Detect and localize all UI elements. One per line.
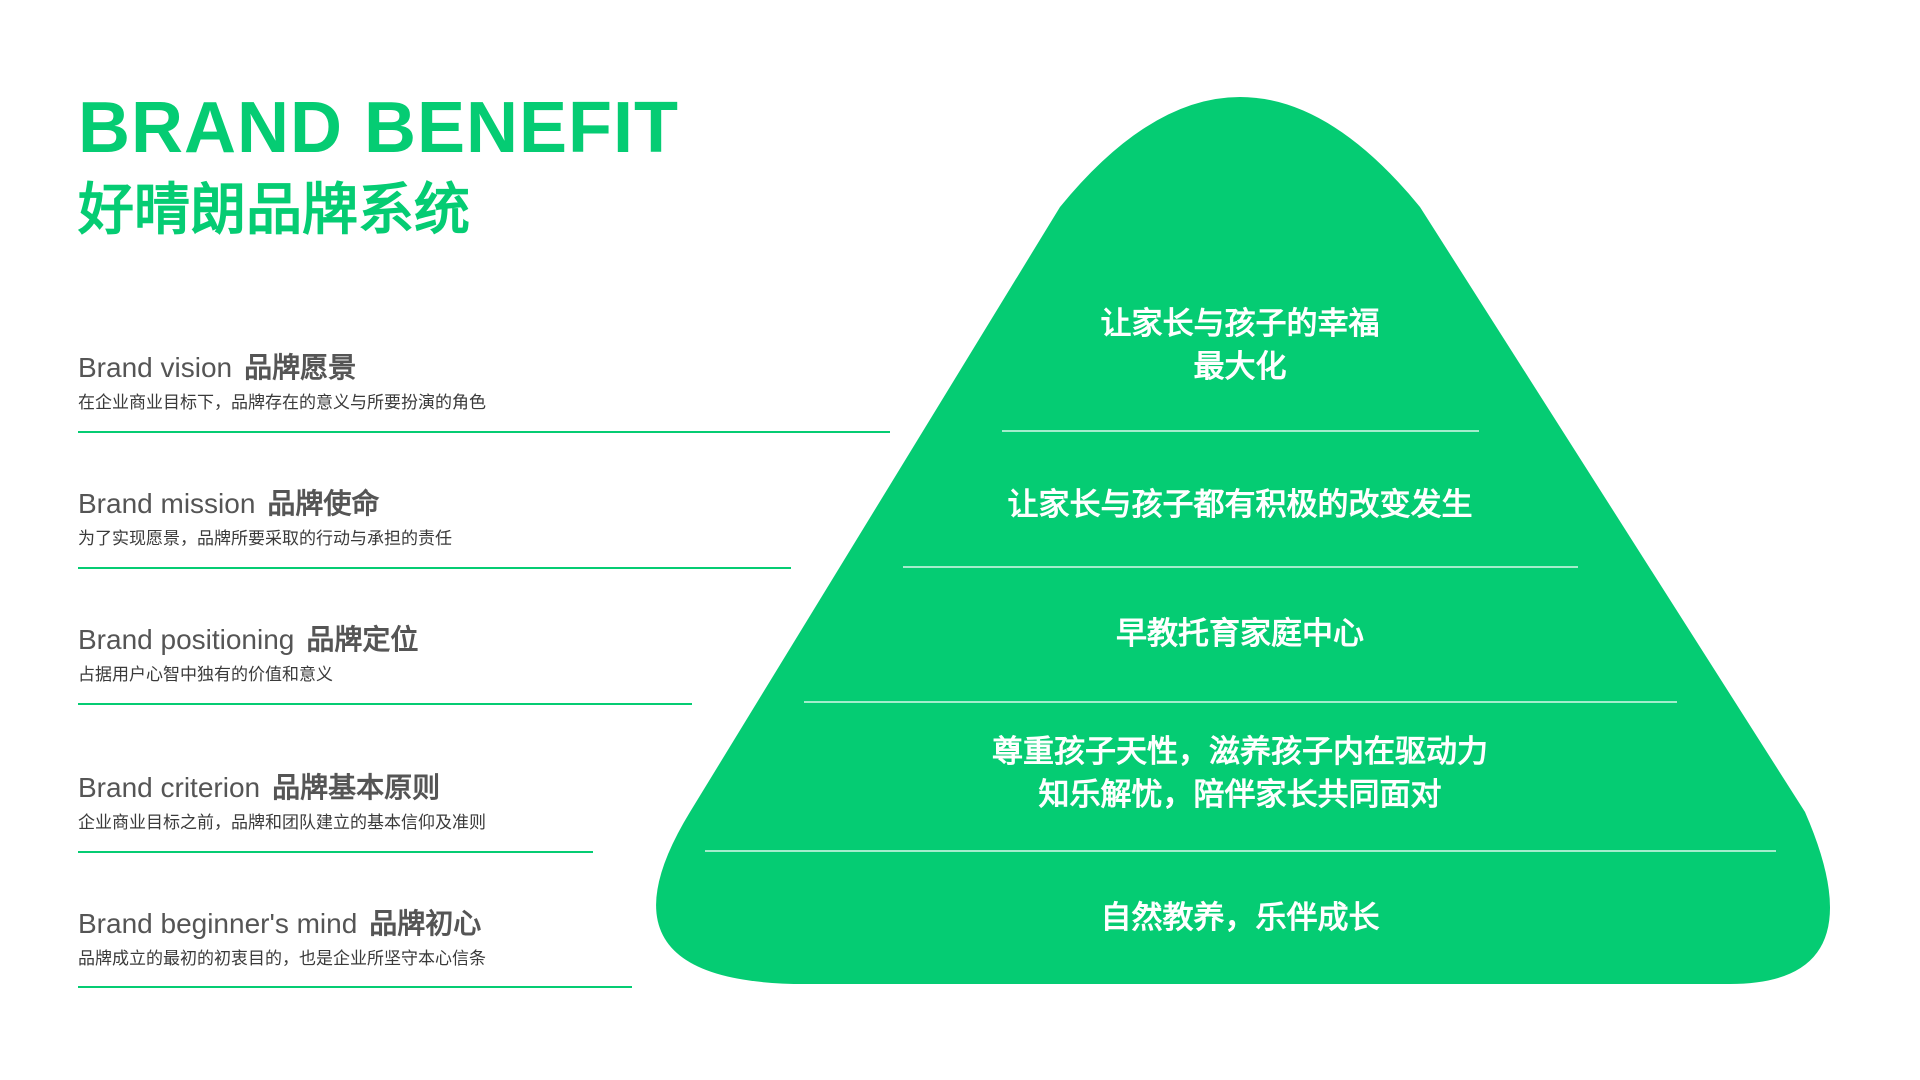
item-heading-cn: 品牌定位 bbox=[306, 624, 419, 655]
item-heading: Brand positioning 品牌定位 bbox=[78, 626, 418, 654]
item-heading: Brand vision 品牌愿景 bbox=[78, 354, 486, 382]
page-title-en: BRAND BENEFIT bbox=[78, 88, 679, 168]
layer-line: 自然教养，乐伴成长 bbox=[1100, 900, 1380, 935]
item-heading-en: Brand criterion bbox=[78, 772, 261, 803]
item-description: 占据用户心智中独有的价值和意义 bbox=[78, 665, 333, 684]
pyramid-layer-5: 自然教养，乐伴成长 bbox=[1101, 896, 1380, 939]
pyramid-layer-3: 早教托育家庭中心 bbox=[1116, 612, 1364, 655]
list-item-beginners-mind: Brand beginner's mind 品牌初心 品牌成立的最初的初衷目的，也… bbox=[78, 910, 632, 988]
list-item-mission: Brand mission 品牌使命 为了实现愿景，品牌所要采取的行动与承担的责任 bbox=[78, 490, 791, 569]
item-heading-cn: 品牌初心 bbox=[369, 908, 482, 939]
item-heading-en: Brand vision bbox=[78, 352, 233, 383]
layer-line: 让家长与孩子的幸福 bbox=[1100, 306, 1380, 341]
item-heading-en: Brand positioning bbox=[78, 624, 295, 655]
page-title-cn: 好晴朗品牌系统 bbox=[78, 178, 470, 241]
divider bbox=[78, 567, 791, 569]
item-description: 在企业商业目标下，品牌存在的意义与所要扮演的角色 bbox=[78, 393, 486, 412]
pyramid-layer-1: 让家长与孩子的幸福 最大化 bbox=[1101, 302, 1380, 389]
item-description: 为了实现愿景，品牌所要采取的行动与承担的责任 bbox=[78, 529, 452, 548]
pyramid-layer-2: 让家长与孩子都有积极的改变发生 bbox=[1008, 483, 1473, 526]
list-item-criterion: Brand criterion 品牌基本原则 企业商业目标之前，品牌和团队建立的基… bbox=[78, 774, 593, 853]
layer-line: 最大化 bbox=[1193, 349, 1287, 385]
divider bbox=[78, 851, 593, 853]
divider bbox=[78, 431, 890, 433]
layer-line: 知乐解忧，陪伴家长共同面对 bbox=[1038, 777, 1442, 813]
list-item-positioning: Brand positioning 品牌定位 占据用户心智中独有的价值和意义 bbox=[78, 626, 692, 705]
item-heading-cn: 品牌基本原则 bbox=[272, 772, 441, 803]
item-heading-en: Brand mission bbox=[78, 488, 256, 519]
divider bbox=[78, 986, 632, 988]
layer-line: 让家长与孩子都有积极的改变发生 bbox=[1007, 487, 1473, 522]
item-heading-en: Brand beginner's mind bbox=[78, 908, 358, 939]
item-heading: Brand mission 品牌使命 bbox=[78, 490, 452, 518]
item-heading: Brand beginner's mind 品牌初心 bbox=[78, 910, 486, 938]
divider bbox=[78, 703, 692, 705]
pyramid-layer-4: 尊重孩子天性，滋养孩子内在驱动力 知乐解忧，陪伴家长共同面对 bbox=[992, 730, 1488, 817]
pyramid-shape bbox=[656, 97, 1830, 984]
item-heading-cn: 品牌愿景 bbox=[244, 352, 357, 383]
layer-line: 早教托育家庭中心 bbox=[1116, 616, 1364, 651]
list-item-vision: Brand vision 品牌愿景 在企业商业目标下，品牌存在的意义与所要扮演的角… bbox=[78, 354, 890, 433]
layer-line: 尊重孩子天性，滋养孩子内在驱动力 bbox=[992, 734, 1488, 769]
item-description: 企业商业目标之前，品牌和团队建立的基本信仰及准则 bbox=[78, 813, 486, 832]
item-description: 品牌成立的最初的初衷目的，也是企业所坚守本心信条 bbox=[78, 949, 486, 968]
item-heading: Brand criterion 品牌基本原则 bbox=[78, 774, 486, 802]
item-heading-cn: 品牌使命 bbox=[267, 488, 380, 519]
